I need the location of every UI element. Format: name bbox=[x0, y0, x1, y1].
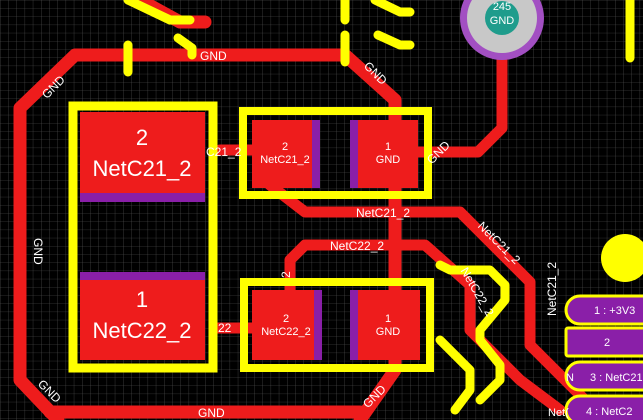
net-label-netc22-top: NetC22_2 bbox=[330, 239, 384, 253]
pad-c21-left[interactable] bbox=[252, 120, 320, 188]
pad-big-bottom[interactable] bbox=[80, 272, 205, 360]
connector[interactable]: 1 : +3V3 2 3 : NetC21 N 4 : NetC2 Net( bbox=[548, 234, 643, 420]
big-capacitor[interactable]: 2 NetC21_2 1 NetC22_2 bbox=[68, 101, 218, 373]
net-label-left-stub-upper: C21_2 bbox=[206, 145, 242, 159]
net-label-left-stub-lower: 22 bbox=[218, 321, 232, 335]
pad-c21-right-number: 1 bbox=[385, 141, 391, 153]
c21-silkscreen bbox=[239, 107, 432, 199]
connector-pin4-pad[interactable] bbox=[564, 394, 643, 420]
silk-top-mid-hook bbox=[370, 0, 415, 50]
net-label-netc21-vert: NetC21_2 bbox=[545, 262, 559, 316]
c22-silkscreen bbox=[240, 278, 434, 372]
pad-big-bottom-net: NetC22_2 bbox=[92, 318, 191, 343]
pad-big-bottom-number: 1 bbox=[136, 287, 148, 312]
connector-pin2-pad[interactable] bbox=[564, 326, 643, 358]
big-capacitor-silkscreen bbox=[68, 101, 218, 373]
pad-big-top-net: NetC21_2 bbox=[92, 156, 191, 181]
connector-pin4-label: 4 : NetC2 bbox=[586, 406, 632, 418]
pad-c22-right-net: GND bbox=[376, 326, 401, 338]
pad-c22-right-edge bbox=[350, 290, 358, 360]
connector-fragment-netc: Net( bbox=[548, 407, 569, 419]
pad-big-top-edge bbox=[80, 193, 205, 202]
trace-gnd-loop[interactable] bbox=[13, 48, 127, 420]
net-label-gnd-bottom: GND bbox=[198, 406, 225, 420]
net-label-gnd-top: GND bbox=[200, 49, 227, 63]
connector-pin3-pad[interactable] bbox=[564, 360, 643, 392]
pad-big-bottom-edge bbox=[80, 272, 205, 280]
pad-c22-left-number: 2 bbox=[283, 313, 289, 325]
pad-big-top[interactable] bbox=[80, 112, 205, 202]
pad-c21-right-net: GND bbox=[376, 154, 401, 166]
pad-c21-left-number: 2 bbox=[282, 141, 288, 153]
pad-c22-right[interactable] bbox=[350, 290, 420, 360]
pad-c22-left-edge bbox=[314, 290, 322, 360]
net-label-stub-2: 2 bbox=[279, 271, 293, 278]
connector-pin1-label: 1 : +3V3 bbox=[594, 305, 635, 317]
via-net: GND bbox=[490, 15, 515, 27]
connector-pin1-marker bbox=[601, 234, 643, 282]
silkscreen-fragments bbox=[123, 0, 635, 415]
net-label-netc21-top: NetC21_2 bbox=[356, 206, 410, 220]
pad-c22-right-number: 1 bbox=[385, 313, 391, 325]
pad-c21-right[interactable] bbox=[350, 120, 418, 188]
pad-c21-left-edge bbox=[312, 120, 320, 188]
pad-c22-left[interactable] bbox=[252, 290, 322, 360]
capacitor-c22[interactable]: 2 NetC22_2 1 GND bbox=[240, 278, 434, 372]
connector-pin3-label: 3 : NetC21 bbox=[590, 372, 643, 384]
connector-pin1-pad[interactable] bbox=[564, 294, 643, 326]
capacitor-c21[interactable]: 2 NetC21_2 1 GND bbox=[239, 107, 432, 199]
pad-big-top-number: 2 bbox=[136, 125, 148, 150]
connector-pin2-label: 2 bbox=[604, 337, 610, 349]
pad-c21-left-net: NetC21_2 bbox=[260, 154, 310, 166]
via-center bbox=[485, 1, 519, 35]
pad-c21-right-edge bbox=[350, 120, 358, 188]
via-245[interactable]: 245 GND bbox=[460, 0, 544, 60]
via-number: 245 bbox=[493, 1, 511, 13]
silk-top-left-bracket bbox=[173, 33, 197, 60]
connector-fragment-n: N bbox=[566, 372, 574, 384]
pad-c22-left-net: NetC22_2 bbox=[261, 326, 311, 338]
silk-squiggle bbox=[435, 260, 510, 415]
silk-top-left-hook bbox=[123, 0, 195, 25]
net-label-gnd-left2: GND bbox=[31, 238, 45, 265]
